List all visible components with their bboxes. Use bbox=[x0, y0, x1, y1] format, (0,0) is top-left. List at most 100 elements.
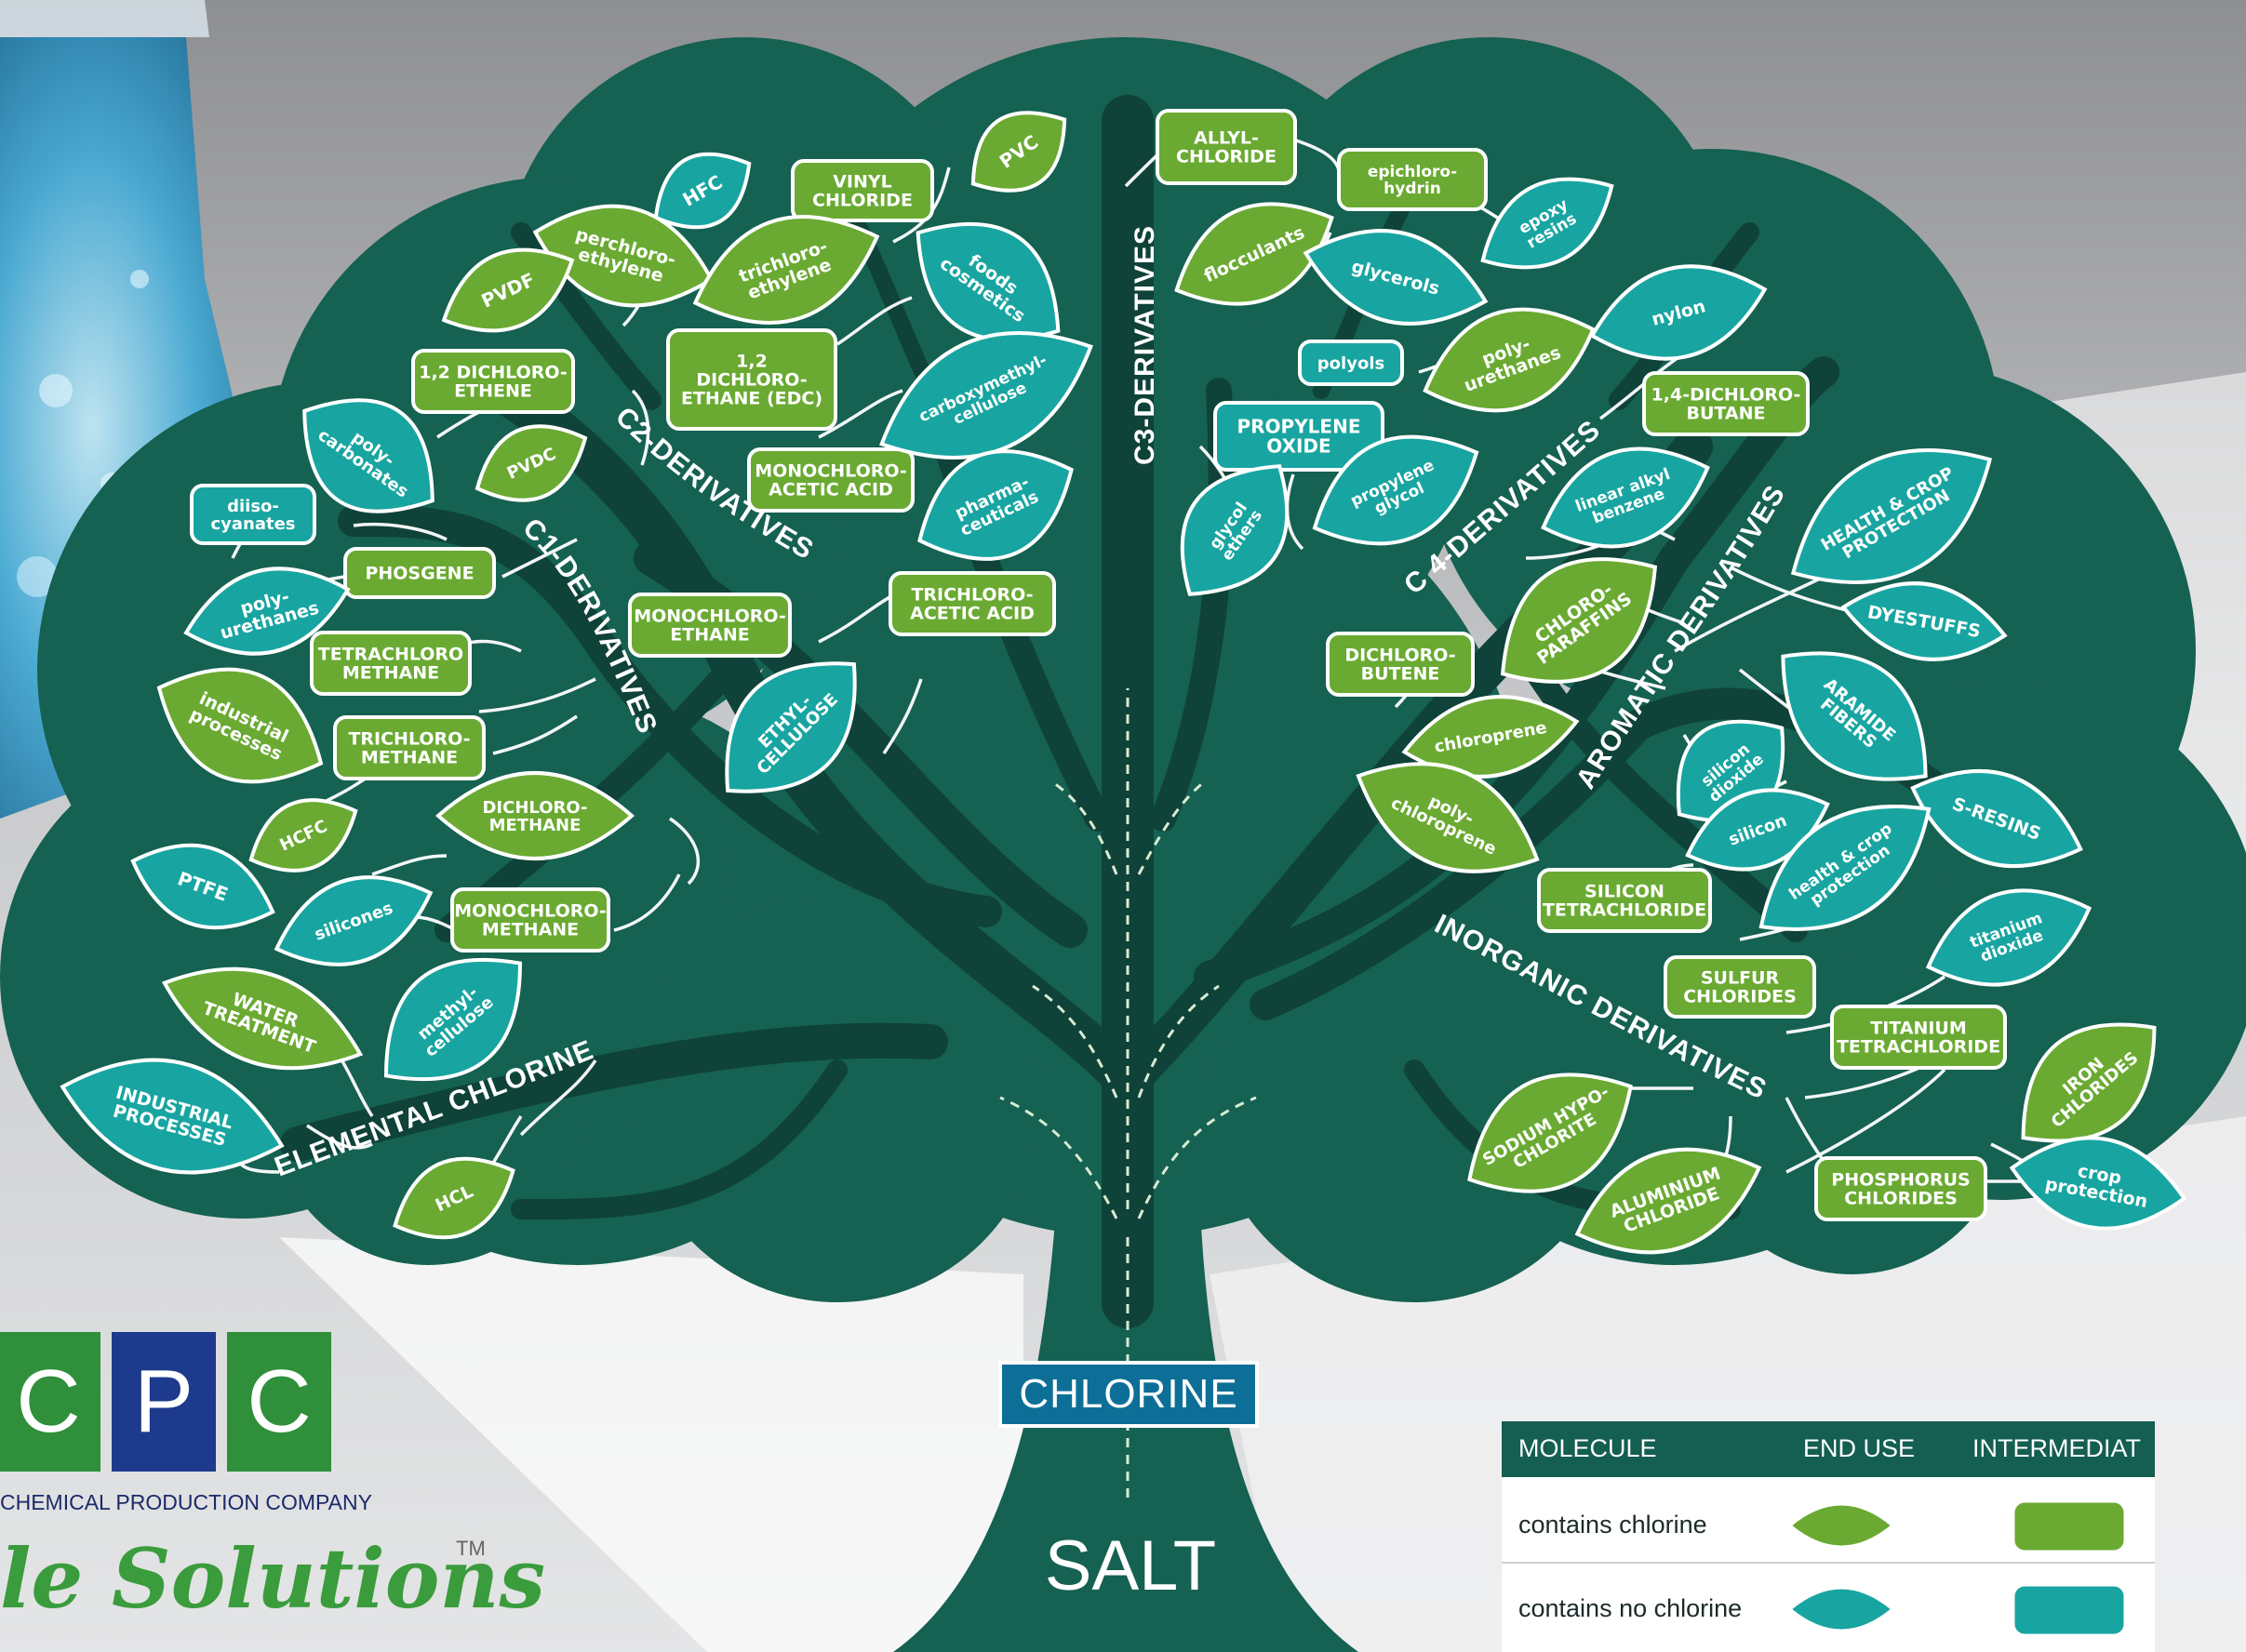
intermediate-box bbox=[1156, 109, 1297, 185]
intermediate-box bbox=[1326, 632, 1475, 697]
end-use-glycerols: glycerols bbox=[1303, 229, 1489, 326]
logo-letter-c2: C bbox=[227, 1332, 331, 1472]
intermediate-box bbox=[1830, 1005, 2007, 1070]
end-use-s-resins: S-RESINS bbox=[1910, 768, 2083, 869]
intermediate-box bbox=[1298, 340, 1404, 386]
leaf-shape bbox=[879, 331, 1093, 460]
leaf-shape bbox=[274, 875, 434, 966]
end-use-perchloro-ethylene: perchloro-ethylene bbox=[532, 204, 715, 308]
node-text: polyols bbox=[1317, 353, 1384, 373]
intermediate-box bbox=[411, 349, 575, 414]
leaf-shape bbox=[917, 449, 1074, 561]
leaf-shape bbox=[1312, 434, 1479, 546]
leaf-shape bbox=[434, 771, 635, 860]
end-use-trichloro-ethylene: trichloro-ethylene bbox=[692, 215, 880, 325]
leaf-shape bbox=[1589, 264, 1768, 361]
intermediate-epichloro-hydrin: epichloro-hydrin bbox=[1337, 148, 1488, 211]
node-text: PROPYLENE bbox=[1237, 416, 1360, 438]
end-use-chloro-paraffins: CHLORO-PARAFFINS bbox=[1500, 557, 1658, 684]
end-use-carboxymethyl-cellulose: carboxymethyl-cellulose bbox=[879, 331, 1093, 460]
leaf-shape bbox=[383, 957, 523, 1082]
leaf-shape bbox=[1303, 229, 1489, 326]
intermediate-1-4-dichloro-butane: 1,4-DICHLORO-BUTANE bbox=[1642, 371, 1810, 436]
node-text: ETHENE bbox=[454, 381, 532, 402]
leaf-shape bbox=[1781, 651, 1928, 781]
leaf-shape bbox=[1467, 1072, 1633, 1193]
end-use-pvc: PVC bbox=[970, 111, 1067, 193]
logo-letter-c1: C bbox=[0, 1332, 100, 1472]
node-text: CHLORIDES bbox=[1683, 987, 1797, 1007]
intermediate-box bbox=[310, 631, 472, 696]
intermediate-box bbox=[666, 328, 837, 431]
node-text: CHLORIDE bbox=[1176, 147, 1277, 167]
intermediate-monochloro-methane: MONOCHLORO-METHANE bbox=[450, 887, 610, 953]
node-text: SILICON bbox=[1584, 882, 1664, 902]
leaf-shape bbox=[183, 566, 351, 656]
legend-leaf-green bbox=[1787, 1502, 1895, 1549]
leaf-shape bbox=[1840, 581, 2008, 661]
intermediate-box bbox=[1213, 401, 1384, 472]
leaf-shape bbox=[441, 247, 575, 333]
node-text: cyanates bbox=[210, 514, 295, 534]
intermediate-allyl-chloride: ALLYL-CHLORIDE bbox=[1156, 109, 1297, 185]
leaf-shape bbox=[916, 221, 1061, 342]
intermediate-trichloro-acetic-acid: TRICHLORO-ACETIC ACID bbox=[889, 571, 1056, 636]
node-text: epichloro- bbox=[1368, 163, 1457, 181]
node-text: METHANE bbox=[361, 748, 458, 768]
end-use-poly-chloroprene: poly-chloroprene bbox=[1356, 762, 1540, 873]
node-text: BUTANE bbox=[1687, 404, 1766, 424]
node-text: CHLORIDES bbox=[1844, 1189, 1958, 1209]
tagline: le Solutions bbox=[0, 1530, 546, 1627]
node-text: ETHANE (EDC) bbox=[681, 389, 822, 409]
leaf-shape bbox=[1500, 557, 1658, 684]
node-text: PHOSGENE bbox=[365, 564, 474, 584]
node-text: ALLYL- bbox=[1194, 128, 1259, 149]
leaf-shape bbox=[156, 667, 324, 784]
end-use-pharma-ceuticals: pharma-ceuticals bbox=[917, 449, 1074, 561]
leaf-shape bbox=[130, 843, 275, 930]
intermediate-diiso-cyanates: diiso-cyanates bbox=[190, 484, 316, 545]
node-text: DICHLORO- bbox=[482, 798, 587, 818]
intermediate-box bbox=[1337, 148, 1488, 211]
legend-swatches bbox=[1787, 1499, 2127, 1637]
legend-col-molecule: MOLECULE bbox=[1518, 1434, 1657, 1462]
intermediate-box bbox=[190, 484, 316, 545]
salt-label: SALT bbox=[1044, 1526, 1217, 1605]
intermediate-box bbox=[343, 547, 496, 599]
company-name: CHEMICAL PRODUCTION COMPANY bbox=[0, 1490, 372, 1514]
node-text: VINYL bbox=[833, 172, 892, 193]
intermediate-trichloro-methane: TRICHLORO-METHANE bbox=[333, 715, 486, 780]
leaf-shape bbox=[1910, 768, 2083, 869]
node-text: METHANE bbox=[489, 816, 582, 835]
end-use-silicones: silicones bbox=[274, 875, 434, 966]
legend-box-teal bbox=[2012, 1583, 2127, 1637]
leaf-shape bbox=[1758, 805, 1932, 931]
end-use-flocculants: flocculants bbox=[1174, 202, 1334, 306]
legend-row-no-chlorine-label: contains no chlorine bbox=[1518, 1594, 1743, 1622]
leaf-shape bbox=[1423, 307, 1596, 413]
end-use-hfc: HFC bbox=[653, 152, 752, 230]
branch-label-text: C3-DERIVATIVES bbox=[1130, 225, 1159, 465]
end-use-pvdf: PVDF bbox=[441, 247, 575, 333]
node-text: CHLORIDE bbox=[812, 191, 913, 211]
intermediate-box bbox=[747, 447, 915, 513]
leaf-shape bbox=[1356, 762, 1540, 873]
intermediate-box bbox=[628, 593, 792, 658]
leaf-shape bbox=[60, 1058, 285, 1175]
intermediate-box bbox=[333, 715, 486, 780]
node-text: TITANIUM bbox=[1870, 1019, 1967, 1039]
